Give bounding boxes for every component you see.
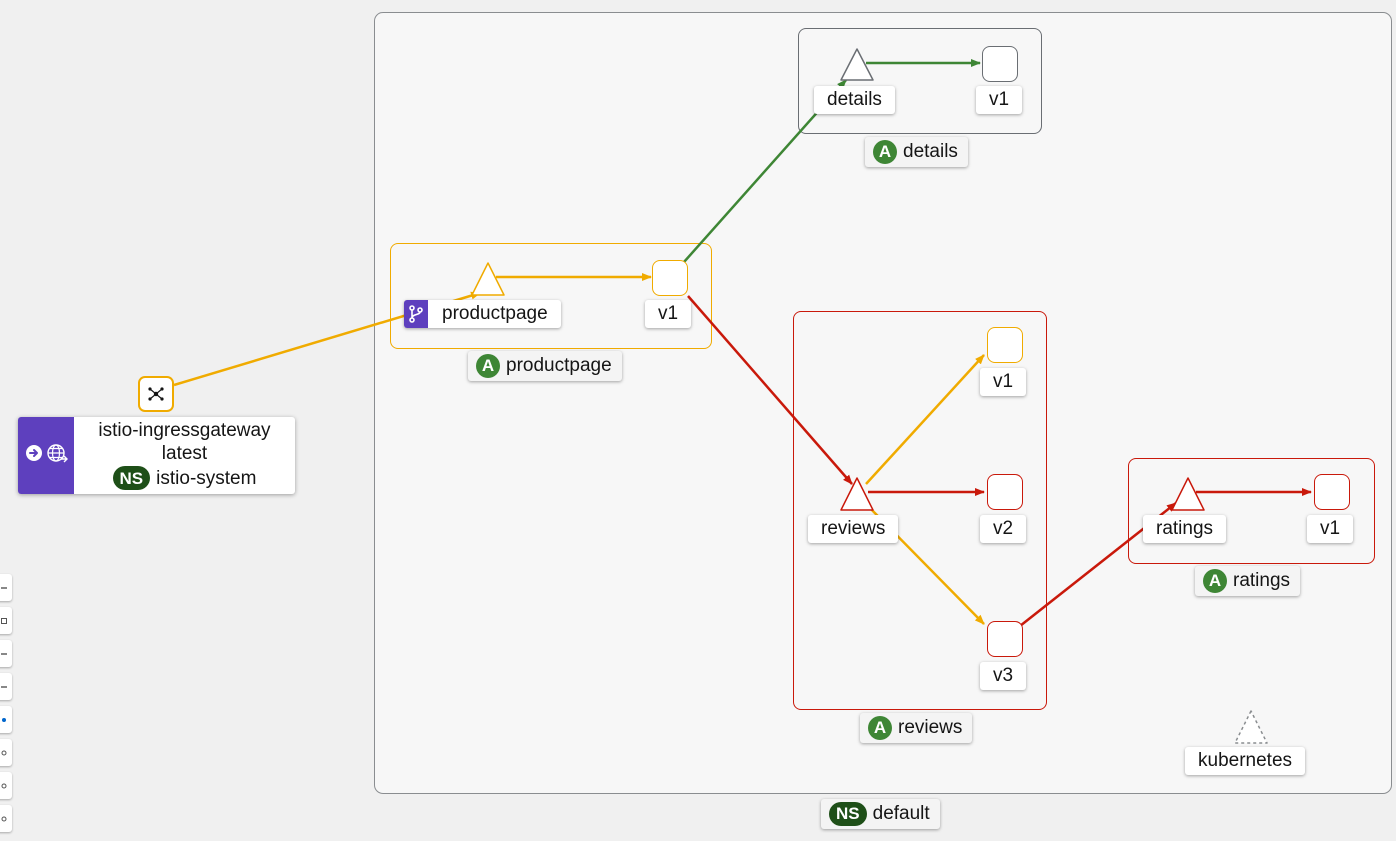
namespace-badge: NS [829,802,867,826]
layout-2-icon[interactable] [0,772,12,799]
app-group-name: ratings [1233,570,1291,591]
workload-label-ratings-v1[interactable]: v1 [1307,515,1354,543]
service-node-kubernetes [1234,710,1268,744]
fit-icon[interactable] [0,607,12,634]
app-group-label-reviews[interactable]: A reviews [860,713,973,743]
workload-label-productpage-v1[interactable]: v1 [645,300,692,328]
workload-label-reviews-v3[interactable]: v3 [980,662,1027,690]
workload-label-reviews-v2[interactable]: v2 [980,515,1027,543]
gateway-version: latest [161,443,208,464]
app-badge: A [873,140,897,164]
zoom-out-icon[interactable] [0,640,12,667]
layout-icon[interactable] [0,673,12,700]
gateway-strip [18,417,74,494]
namespace-label-default[interactable]: NS default [821,799,940,829]
app-badge: A [476,354,500,378]
namespace-badge: NS [112,466,151,490]
edge-productpage-v1-reviews [687,295,853,485]
layout-default-icon[interactable] [0,706,12,733]
service-node-reviews [840,477,874,511]
app-badge: A [868,716,892,740]
service-node-details [840,48,874,81]
globe-icon [46,443,68,468]
service-label-details[interactable]: details [814,86,895,114]
arrow-circle-right-icon [25,444,43,467]
edge-reviews-v1 [865,354,985,485]
workload-node-details-v1[interactable] [982,46,1018,82]
service-node-ratings [1171,477,1205,511]
app-group-name: productpage [506,355,612,376]
layout-3-icon[interactable] [0,805,12,832]
app-group-label-ratings[interactable]: A ratings [1195,566,1301,596]
zoom-in-icon[interactable] [0,574,12,601]
gateway-namespace: NS istio-system [74,466,295,490]
app-box-productpage[interactable] [390,243,712,349]
service-label-ratings[interactable]: ratings [1143,515,1227,543]
layout-1-icon[interactable] [0,739,12,766]
app-group-label-details[interactable]: A details [865,137,968,167]
app-group-name: details [903,141,958,162]
service-label-reviews[interactable]: reviews [808,515,899,543]
app-badge: A [1203,569,1227,593]
service-label-productpage[interactable]: productpage [404,300,561,328]
workload-node-productpage-v1[interactable] [652,260,688,296]
app-group-label-productpage[interactable]: A productpage [468,351,622,381]
gateway-name: istio-ingressgateway [98,420,271,441]
workload-node-reviews-v3[interactable] [987,621,1023,657]
app-box-details[interactable] [798,28,1042,134]
service-node-productpage [471,262,505,296]
workload-label-details-v1[interactable]: v1 [976,86,1023,114]
app-group-name: reviews [898,717,963,738]
app-box-reviews[interactable] [793,311,1047,710]
workload-label-reviews-v1[interactable]: v1 [980,368,1027,396]
gateway-text: istio-ingressgateway latest NS istio-sys… [74,417,295,494]
namespace-name: default [872,803,930,824]
workload-node-reviews-v2[interactable] [987,474,1023,510]
workload-node-ratings-v1[interactable] [1314,474,1350,510]
gateway-card[interactable]: istio-ingressgateway latest NS istio-sys… [18,417,295,494]
code-branch-icon [404,300,428,328]
workload-node-reviews-v1[interactable] [987,327,1023,363]
ingress-gateway-icon[interactable] [138,376,174,412]
app-box-ratings[interactable] [1128,458,1375,564]
service-label-productpage-text: productpage [442,303,548,324]
service-label-kubernetes[interactable]: kubernetes [1185,747,1306,775]
gateway-namespace-name: istio-system [156,467,257,489]
